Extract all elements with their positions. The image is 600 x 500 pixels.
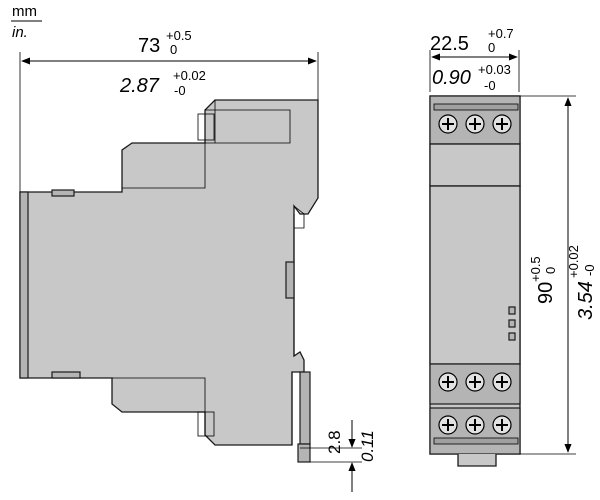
front-height-mm-tol-upper: +0.5: [528, 256, 543, 282]
side-bottom-tab: [51, 371, 81, 379]
front-bottom-screws-row1: [438, 372, 512, 392]
front-height-in: 3.54 +0.02 -0: [566, 245, 597, 320]
front-upper-panel: [429, 143, 521, 187]
side-housing: [19, 99, 319, 446]
screw-icon: [465, 114, 485, 134]
units-legend: mm in.: [11, 3, 42, 41]
front-width-in-value: 0.90: [432, 67, 471, 89]
screw-icon: [492, 114, 512, 134]
front-width-mm-tol-lower: 0: [488, 40, 495, 55]
side-view: 73 +0.5 0 2.87 +0.02 -0: [19, 28, 377, 492]
side-clip-foot: [297, 443, 311, 463]
front-height-mm-value: 90: [535, 282, 557, 304]
front-height-in-tol-lower: -0: [582, 264, 597, 276]
front-view: 22.5 +0.7 0 0.90 +0.03 -0: [429, 26, 597, 467]
side-width-in-tol-lower: -0: [174, 83, 186, 98]
side-width-mm-tol-upper: +0.5: [166, 28, 192, 43]
front-led-1: [508, 306, 516, 315]
front-width-mm-tol-upper: +0.7: [488, 26, 514, 41]
side-width-in: 2.87 +0.02 -0: [119, 68, 206, 98]
screw-icon: [492, 372, 512, 392]
side-lower-step: [112, 377, 206, 412]
side-upper-terminal: [205, 109, 291, 144]
front-height-mm: 90 +0.5 0: [528, 256, 558, 304]
front-top-screws: [433, 103, 519, 134]
side-width-mm-value: 73: [138, 35, 160, 57]
rail-offset-mm: 2.8: [325, 430, 344, 454]
side-lower-screw: [197, 411, 215, 437]
front-led-3: [508, 332, 516, 341]
side-top-tab: [51, 189, 75, 197]
side-width-in-tol-upper: +0.02: [173, 68, 206, 83]
side-width-in-value: 2.87: [119, 75, 160, 97]
side-width-mm-tol-lower: 0: [170, 42, 177, 57]
unit-mm-label: mm: [12, 3, 37, 20]
front-led-2: [508, 319, 516, 328]
side-width-mm: 73 +0.5 0: [138, 28, 192, 57]
side-rail-latch: [285, 261, 295, 299]
side-upper-step: [122, 143, 206, 189]
front-width-in: 0.90 +0.03 -0: [432, 62, 511, 93]
front-height-in-tol-upper: +0.02: [566, 245, 581, 278]
screw-icon: [465, 372, 485, 392]
front-main-panel: [429, 185, 521, 365]
front-height-mm-tol-lower: 0: [543, 267, 558, 274]
front-din-clip: [457, 454, 497, 467]
screw-icon: [465, 415, 485, 435]
screw-icon: [492, 415, 512, 435]
front-width-mm-value: 22.5: [430, 33, 469, 55]
screw-icon: [438, 114, 458, 134]
side-upper-screw: [197, 113, 215, 141]
screw-icon: [438, 415, 458, 435]
side-rail-hook-top: [293, 205, 305, 229]
front-bottom-screws-row2: [433, 415, 519, 445]
front-width-in-tol-upper: +0.03: [478, 62, 511, 77]
unit-in-label: in.: [12, 24, 28, 41]
front-width-mm: 22.5 +0.7 0: [430, 26, 514, 55]
side-front-face: [19, 191, 29, 379]
front-width-in-tol-lower: -0: [484, 78, 496, 93]
screw-icon: [438, 372, 458, 392]
side-lower-clip: [299, 371, 311, 445]
rail-offset-in: 0.11: [358, 430, 377, 462]
front-height-in-value: 3.54: [575, 281, 597, 320]
